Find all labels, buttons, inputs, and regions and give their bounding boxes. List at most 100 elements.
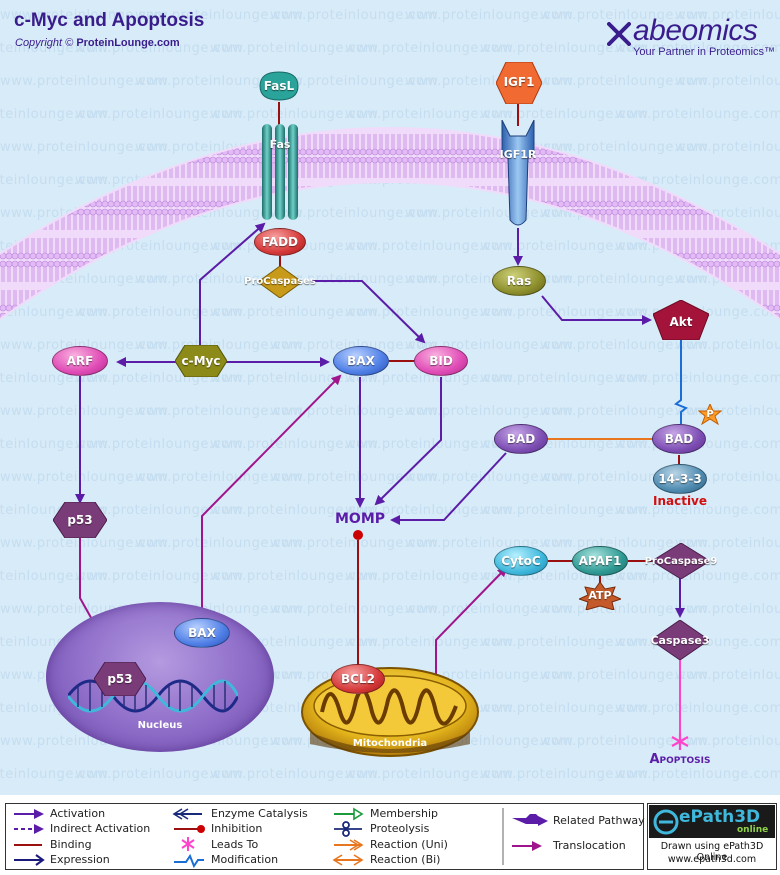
- watermark-text: www.proteinlounge.com: [210, 503, 378, 518]
- epath3d-drawn-using: Drawn using ePath3D Online: [660, 841, 764, 863]
- proteolysis-scissors-icon: [334, 821, 362, 837]
- phospho-badge: [698, 404, 722, 426]
- legend-translocation: Translocation: [553, 839, 626, 852]
- watermark-text: www.proteinlounge.com: [270, 338, 438, 353]
- edge-bid-momp: [374, 377, 442, 506]
- watermark-text: www.proteinlounge.com: [540, 536, 708, 551]
- watermark-text: www.proteinlounge.com: [540, 404, 708, 419]
- leads-to-star-legend-icon: [181, 837, 195, 851]
- watermark-text: www.proteinlounge.com: [135, 470, 303, 485]
- p53-hexagon: [53, 502, 107, 538]
- copyright-site: ProteinLounge.com: [76, 37, 180, 49]
- node-arf[interactable]: ARF: [52, 346, 108, 376]
- watermark-text: www.proteinlounge.com: [270, 8, 438, 23]
- watermark-text: www.proteinlounge.com: [615, 503, 780, 518]
- watermark-text: www.proteinlounge.com: [75, 503, 243, 518]
- watermark-text: www.proteinlounge.com: [270, 404, 438, 419]
- watermark-text: www.proteinlounge.com: [615, 767, 780, 782]
- watermark-text: www.proteinlounge.com: [75, 437, 243, 452]
- caspase3-diamond: [651, 620, 709, 660]
- legend-inhibition: Inhibition: [211, 822, 263, 835]
- node-bax-nucleus[interactable]: BAX: [174, 618, 230, 648]
- node-procaspases[interactable]: ProCaspases: [244, 275, 316, 287]
- igf1-ligand: [496, 62, 542, 104]
- inhibition-dot: [353, 530, 363, 540]
- watermark-text: www.proteinlounge.com: [405, 470, 573, 485]
- watermark-text: www.proteinlounge.com: [0, 140, 168, 155]
- phospho-label: P: [706, 408, 714, 420]
- node-atp[interactable]: ATP: [588, 588, 612, 602]
- watermark-text: www.proteinlounge.com: [210, 569, 378, 584]
- node-akt[interactable]: Akt: [669, 315, 693, 329]
- node-igf1[interactable]: IGF1: [503, 75, 535, 89]
- node-14-3-3[interactable]: 14-3-3: [653, 464, 707, 494]
- watermark-text: www.proteinlounge.com: [675, 140, 780, 155]
- node-fas[interactable]: Fas: [269, 137, 291, 151]
- node-bid[interactable]: BID: [414, 346, 468, 376]
- watermark-text: www.proteinlounge.com: [540, 272, 708, 287]
- node-bad-phosphorylated[interactable]: BAD: [652, 424, 706, 454]
- watermark-text: www.proteinlounge.com: [345, 569, 513, 584]
- watermark-text: www.proteinlounge.com: [480, 305, 648, 320]
- watermark-text: www.proteinlounge.com: [0, 767, 108, 782]
- node-bax[interactable]: BAX: [333, 346, 389, 376]
- atp-star: [579, 582, 621, 610]
- epath3d-online: online: [737, 825, 769, 835]
- node-igf1r[interactable]: IGF1R: [499, 147, 537, 161]
- watermark-text: www.proteinlounge.com: [675, 338, 780, 353]
- epath3d-badge[interactable]: ePath3D online Drawn using ePath3D Onlin…: [647, 803, 777, 870]
- watermark-text: www.proteinlounge.com: [675, 8, 780, 23]
- node-momp[interactable]: MOMP: [334, 511, 386, 527]
- watermark-text: www.proteinlounge.com: [0, 8, 168, 23]
- nucleus-label: Nucleus: [137, 720, 183, 731]
- node-p53[interactable]: p53: [67, 513, 93, 527]
- node-cmyc[interactable]: c-Myc: [181, 354, 221, 368]
- node-apaf1[interactable]: APAF1: [572, 546, 628, 576]
- node-p53-dna[interactable]: p53: [107, 672, 133, 686]
- watermark-text: www.proteinlounge.com: [345, 41, 513, 56]
- node-caspase3[interactable]: Caspase3: [650, 633, 710, 647]
- legend-binding: Binding: [50, 838, 92, 851]
- page-title: c-Myc and Apoptosis: [14, 10, 205, 31]
- edge-bax-translocation: [201, 374, 342, 618]
- watermark-text: www.proteinlounge.com: [210, 41, 378, 56]
- node-fadd[interactable]: FADD: [254, 228, 306, 256]
- watermark-text: www.proteinlounge.com: [135, 536, 303, 551]
- watermark-text: www.proteinlounge.com: [480, 371, 648, 386]
- node-cytoc[interactable]: CytoC: [494, 546, 548, 576]
- legend-membership: Membership: [370, 807, 438, 820]
- watermark-text: www.proteinlounge.com: [540, 140, 708, 155]
- node-bad[interactable]: BAD: [494, 424, 548, 454]
- watermark-text: www.proteinlounge.com: [345, 107, 513, 122]
- copyright-prefix: Copyright ©: [15, 37, 74, 49]
- watermark-text: www.proteinlounge.com: [0, 338, 168, 353]
- edge-cmyc-fas: [199, 222, 266, 346]
- copyright-line: Copyright © ProteinLounge.com: [15, 37, 180, 49]
- legend-proteolysis: Proteolysis: [370, 822, 430, 835]
- membership-arrow-icon: [334, 807, 364, 821]
- epath3d-logo: ePath3D online: [649, 805, 775, 838]
- leads-to-star-icon: [671, 733, 689, 750]
- p53-dna-hexagon: [94, 662, 146, 696]
- watermark-text: www.proteinlounge.com: [345, 239, 513, 254]
- inhibition-line-icon: [174, 825, 205, 833]
- epath3d-url[interactable]: www.epath3d.com: [667, 854, 757, 865]
- watermark-text: www.proteinlounge.com: [615, 701, 780, 716]
- watermark-text: www.proteinlounge.com: [345, 767, 513, 782]
- watermark-text: www.proteinlounge.com: [540, 602, 708, 617]
- node-fasl[interactable]: FasL: [263, 79, 295, 93]
- watermark-text: www.proteinlounge.com: [0, 41, 108, 56]
- epath3d-brand: ePath3D: [679, 807, 761, 827]
- node-apoptosis[interactable]: Apoptosis: [649, 752, 711, 767]
- node-bcl2[interactable]: BCL2: [331, 664, 385, 694]
- watermark-text: www.proteinlounge.com: [540, 338, 708, 353]
- mitochondria-label: Mitochondria: [352, 738, 428, 749]
- legend-enzyme-catalysis: Enzyme Catalysis: [211, 807, 308, 820]
- watermark-text: www.proteinlounge.com: [345, 635, 513, 650]
- node-ras[interactable]: Ras: [492, 266, 546, 296]
- watermark-text: www.proteinlounge.com: [405, 602, 573, 617]
- node-procaspase9[interactable]: ProCaspase9: [644, 555, 718, 567]
- pathway-edges: [75, 102, 689, 750]
- watermark-text: www.proteinlounge.com: [210, 767, 378, 782]
- watermark-text: www.proteinlounge.com: [135, 338, 303, 353]
